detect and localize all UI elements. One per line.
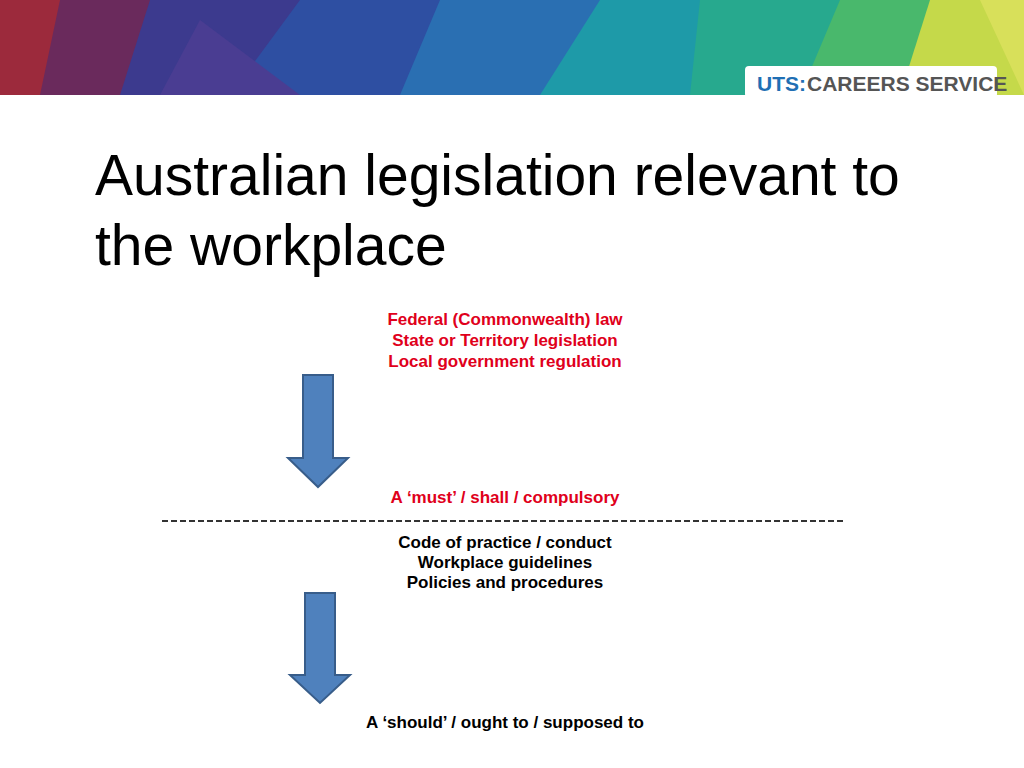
guidance-level: Code of practice / conduct bbox=[398, 533, 611, 553]
down-arrow bbox=[290, 593, 350, 703]
legislation-level: Local government regulation bbox=[388, 352, 621, 372]
obligation-note: A ‘must’ / shall / compulsory bbox=[391, 488, 620, 508]
guidance-level: Policies and procedures bbox=[407, 573, 604, 593]
slide-title: Australian legislation relevant to the w… bbox=[95, 140, 955, 280]
guidance-level: Workplace guidelines bbox=[418, 553, 592, 573]
legislation-level: State or Territory legislation bbox=[392, 331, 617, 351]
logo-text: CAREERS SERVICE bbox=[807, 71, 1007, 96]
down-arrow bbox=[288, 375, 348, 487]
dashed-divider bbox=[162, 520, 846, 522]
legislation-level: Federal (Commonwealth) law bbox=[387, 310, 622, 330]
logo-text: UTS: bbox=[757, 71, 806, 96]
banner bbox=[0, 0, 1024, 98]
obligation-note: A ‘should’ / ought to / supposed to bbox=[366, 713, 644, 733]
